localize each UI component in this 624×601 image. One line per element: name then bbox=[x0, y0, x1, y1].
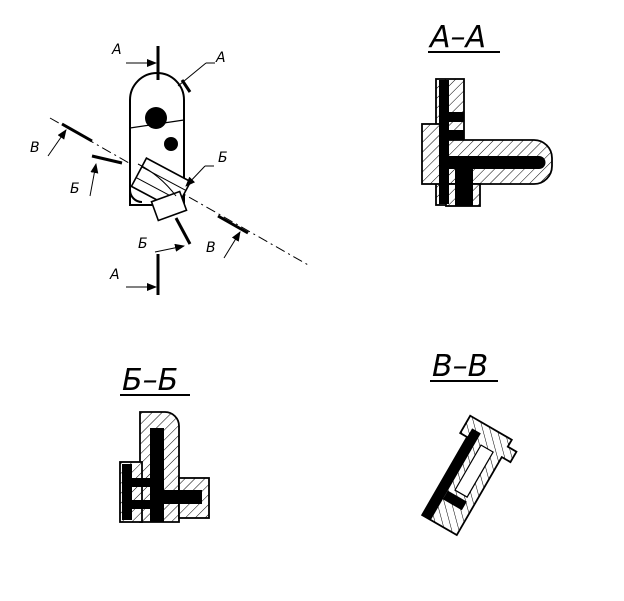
cut-mark-v-left bbox=[61, 122, 93, 143]
label-b-bottom: Б bbox=[138, 236, 148, 252]
cut-mark-b-left bbox=[91, 154, 123, 165]
cut-mark-a-diag bbox=[180, 79, 192, 93]
cut-mark-b-bottom bbox=[174, 217, 192, 245]
section-aa-title: А–А bbox=[428, 20, 486, 55]
hole-small bbox=[164, 137, 178, 151]
section-vv bbox=[420, 414, 518, 537]
label-v-right: В bbox=[206, 240, 216, 256]
section-vv-title: В–В bbox=[432, 349, 488, 384]
arrow-b-left bbox=[89, 163, 99, 197]
arrow-b-bottom bbox=[154, 243, 185, 253]
main-view bbox=[47, 46, 311, 295]
label-b-left: Б bbox=[70, 181, 80, 197]
arrow-v-left bbox=[47, 129, 67, 157]
section-bb bbox=[119, 411, 210, 523]
insert-tab bbox=[150, 190, 188, 222]
label-b-right: Б bbox=[218, 150, 228, 166]
section-bb-title: Б–Б bbox=[122, 363, 178, 398]
arrow-v-right bbox=[223, 231, 241, 259]
label-v-left: В bbox=[30, 140, 40, 156]
leader-b-right bbox=[185, 165, 206, 187]
label-a-bottom: А bbox=[109, 267, 120, 283]
hole-large bbox=[145, 107, 167, 129]
label-a-top-left: А bbox=[111, 42, 122, 58]
label-a-top-right: А bbox=[215, 50, 226, 66]
cut-mark-v-right bbox=[217, 214, 249, 235]
section-aa bbox=[421, 78, 553, 207]
